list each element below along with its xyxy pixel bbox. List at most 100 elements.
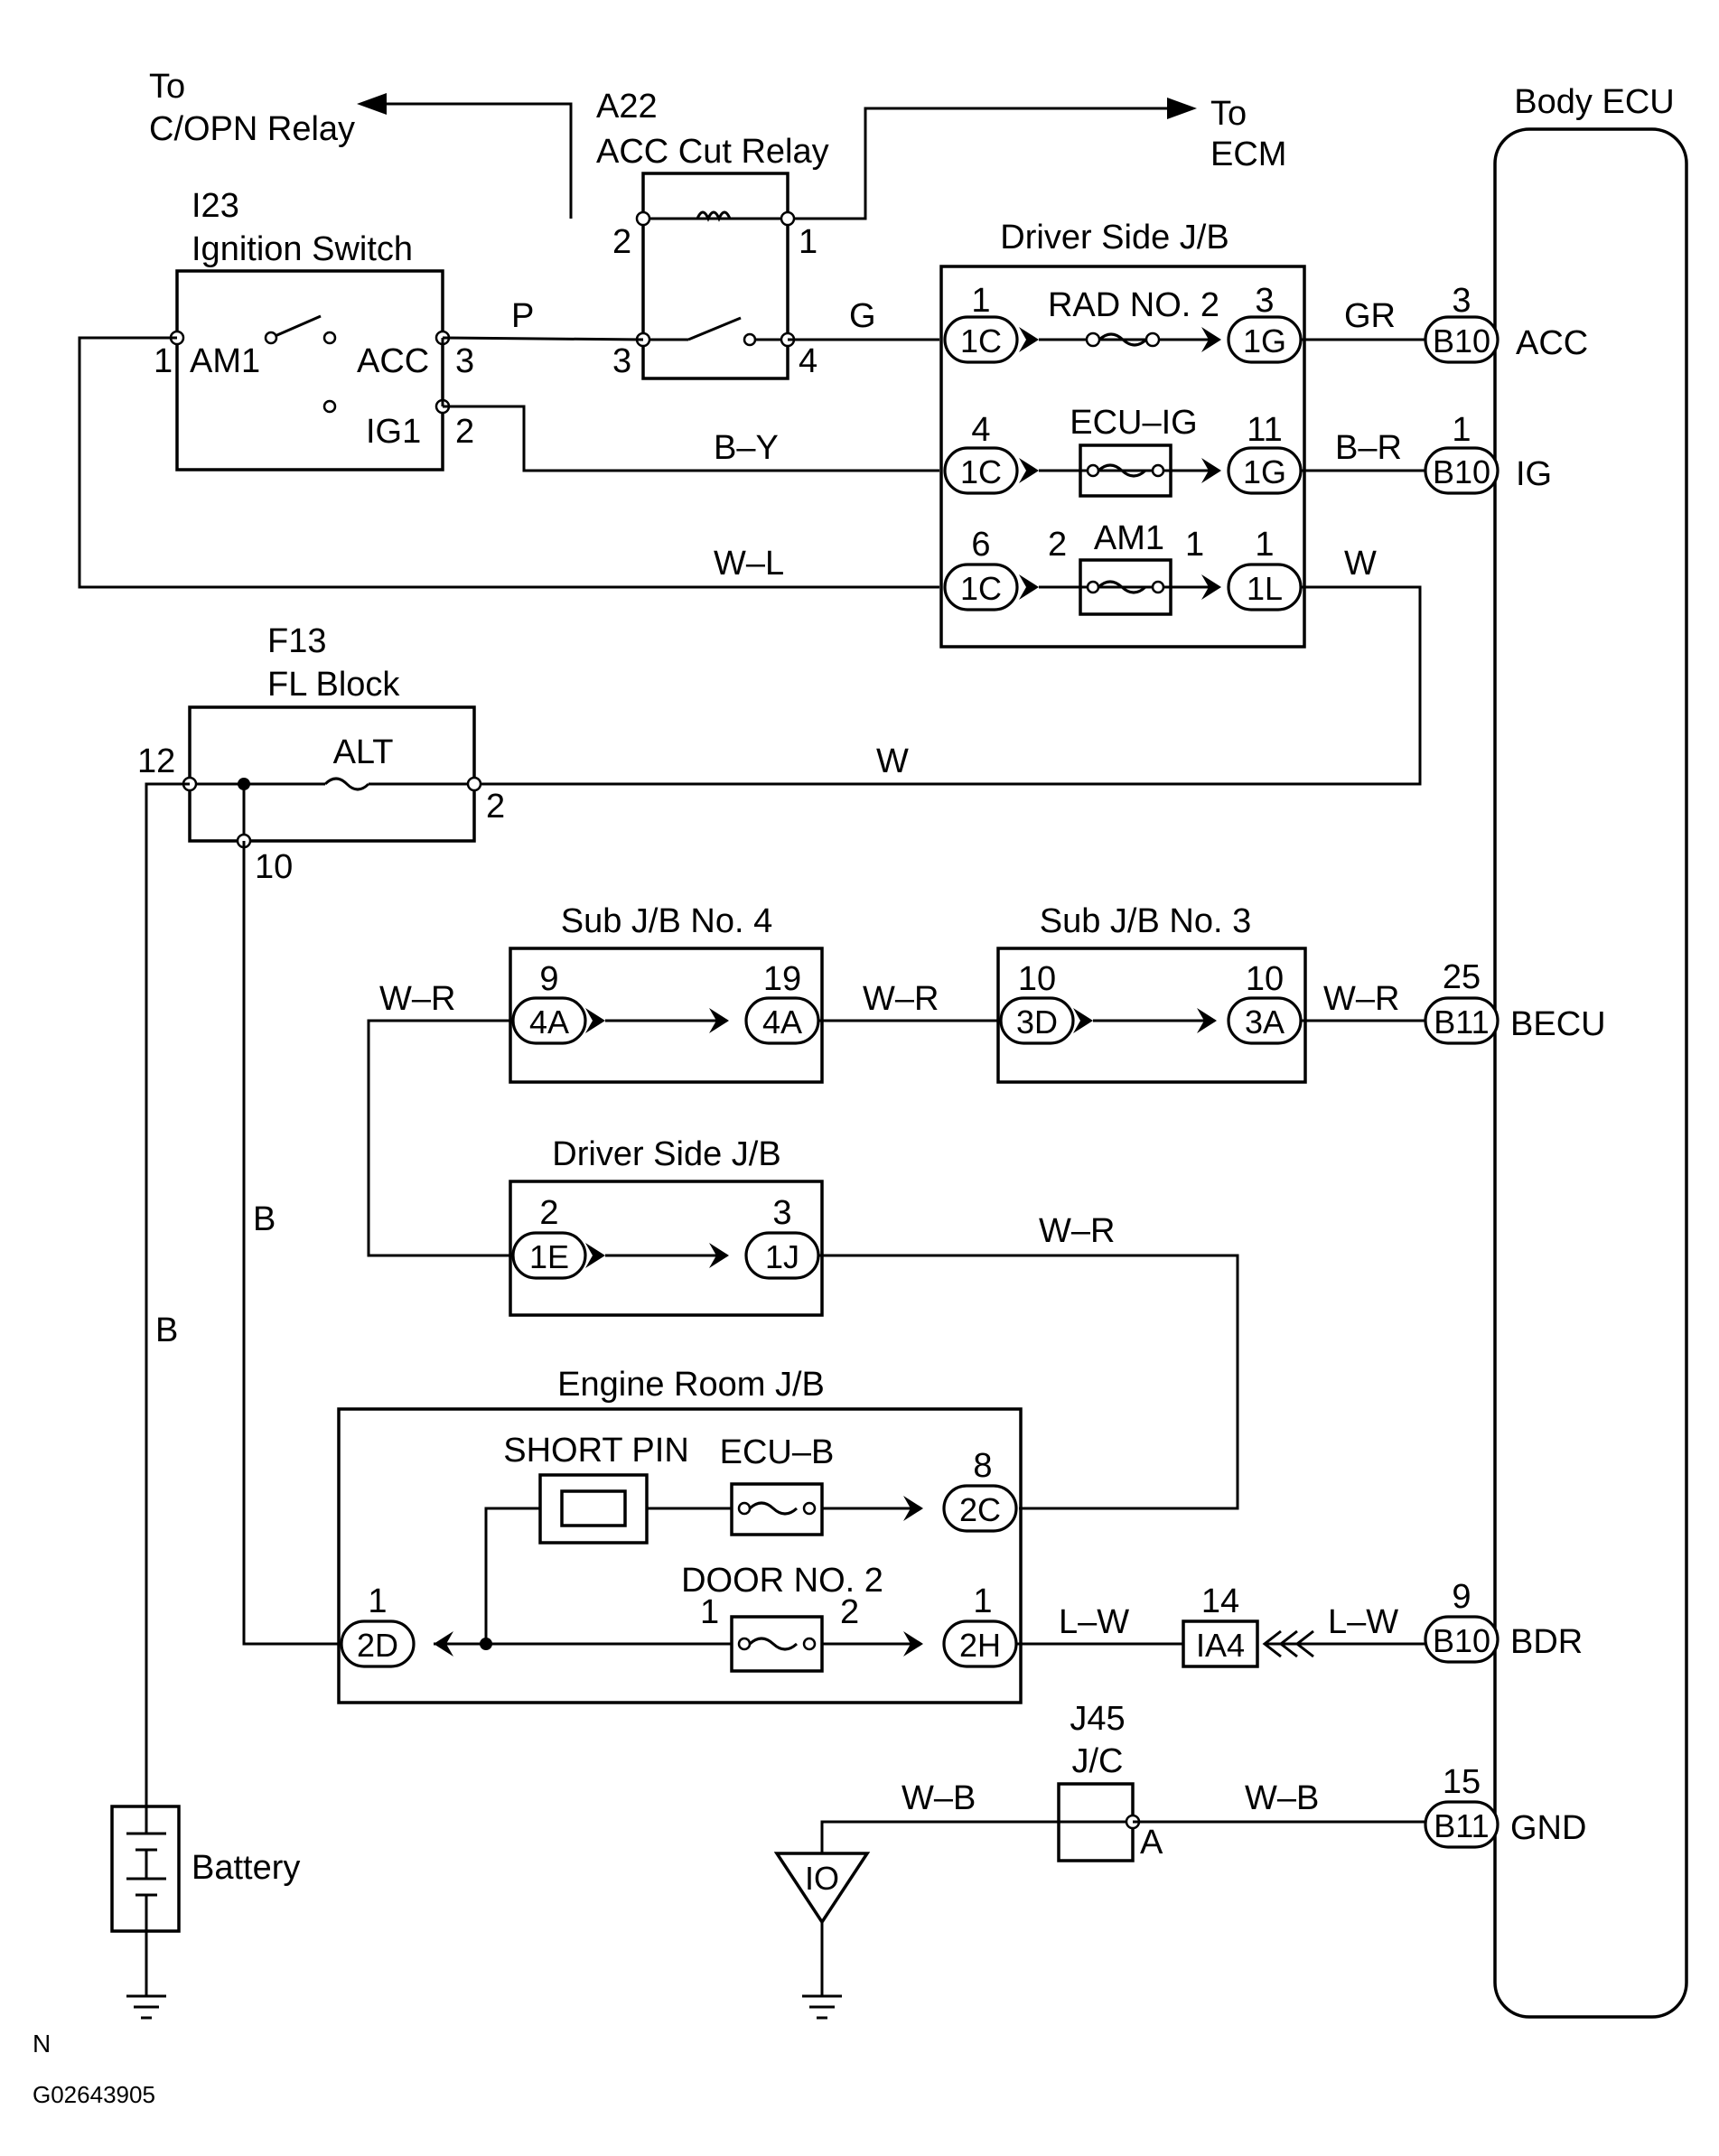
pin-am1-6: 6: [971, 526, 990, 564]
relay-pin-1: 1: [799, 223, 817, 261]
svg-text:1C: 1C: [960, 570, 1002, 607]
pin-rad-3: 3: [1255, 282, 1274, 320]
acc-cut-relay: [635, 172, 796, 380]
fl-pin-2: 2: [486, 788, 505, 826]
driver-jb-title: Driver Side J/B: [1000, 219, 1229, 257]
wire-l-w-label-2: L–W: [1328, 1603, 1398, 1641]
ground-icon: [126, 1994, 166, 2020]
short-pin-label: SHORT PIN: [503, 1432, 689, 1470]
switch-ig1-label: IG1: [366, 413, 421, 451]
svg-text:1C: 1C: [960, 453, 1002, 490]
connector-2d: 2D: [340, 1619, 416, 1668]
sub-jb3-title: Sub J/B No. 3: [1040, 902, 1251, 940]
pin-b10-3: 3: [1452, 282, 1471, 320]
pin-ecuig-4: 4: [971, 411, 990, 449]
connector-b11-gnd: B11: [1424, 1800, 1499, 1849]
wire-b-label-1: B: [155, 1311, 178, 1349]
fl-pin-12: 12: [137, 742, 175, 780]
driver-jb2-title: Driver Side J/B: [552, 1135, 780, 1173]
pin-s4-9: 9: [539, 960, 558, 998]
ecm-label: ECM: [1210, 135, 1286, 173]
ecu-gnd-terminal: GND: [1510, 1809, 1586, 1847]
svg-text:B11: B11: [1434, 1807, 1489, 1844]
wire-p: [442, 336, 644, 341]
pin-b11-25: 25: [1443, 958, 1481, 996]
ecu-bdr-terminal: BDR: [1510, 1623, 1583, 1661]
pin-s4-19: 19: [763, 960, 801, 998]
relay-pin-2: 2: [612, 223, 631, 261]
wire-w-l-label: W–L: [714, 545, 784, 583]
svg-text:3A: 3A: [1245, 1003, 1285, 1041]
wire-b-label-2: B: [253, 1200, 276, 1238]
wire-b-engine: [242, 841, 341, 1646]
am1-fuse-label: AM1: [1094, 519, 1164, 557]
ignition-switch-label: Ignition Switch: [192, 230, 413, 268]
wire-b-y: [443, 405, 939, 472]
wire-w-b-label-2: W–B: [1245, 1779, 1319, 1817]
wire-w-l: [78, 336, 939, 589]
battery-label: Battery: [192, 1849, 300, 1887]
i23-label: I23: [192, 187, 239, 225]
short-pin-wire: [484, 1507, 540, 1644]
pin-ecuig-11: 11: [1247, 411, 1282, 449]
fusible-link-icon: [323, 777, 370, 791]
connector-2c: 2C: [942, 1484, 1018, 1533]
ground-point-io: IO: [773, 1852, 871, 1996]
pin-e-8: 8: [973, 1447, 992, 1485]
svg-text:4A: 4A: [762, 1003, 802, 1041]
connector-b10-bdr: B10: [1424, 1615, 1499, 1664]
pin-b10-9: 9: [1452, 1578, 1471, 1616]
ecu-b-fuse: [730, 1482, 824, 1536]
ecu-ig-row: [1019, 443, 1221, 498]
acc-cut-relay-label: ACC Cut Relay: [596, 133, 829, 171]
pin-s3-10a: 10: [1018, 960, 1056, 998]
sub-jb4-link: [585, 1008, 729, 1033]
driver-side-jb-lower: [509, 1180, 824, 1317]
pin-rad-1: 1: [971, 282, 990, 320]
wire-b-y-label: B–Y: [714, 429, 779, 467]
svg-text:1J: 1J: [765, 1238, 799, 1275]
to-copn-label: To: [149, 68, 185, 106]
ground-icon: [802, 1994, 842, 2020]
wire-w-r-label-1: W–R: [379, 980, 455, 1018]
j45-label: J45: [1070, 1700, 1125, 1738]
switch-pin-2: 2: [455, 413, 474, 451]
wire-w-b-label-1: W–B: [902, 1779, 976, 1817]
svg-text:B10: B10: [1433, 322, 1490, 359]
pin-am1-1: 1: [1255, 526, 1274, 564]
wire-w-r-engine: [818, 1254, 1239, 1510]
wire-l-w-label-1: L–W: [1059, 1603, 1129, 1641]
pin-b11-15: 15: [1443, 1763, 1481, 1801]
sub-jb3-link: [1073, 1008, 1217, 1033]
svg-text:B10: B10: [1433, 1622, 1490, 1659]
battery: [110, 1805, 181, 1996]
wire-w-label-2: W: [876, 742, 909, 780]
ecu-acc-terminal: ACC: [1516, 324, 1588, 362]
footer-id: G02643905: [33, 2081, 155, 2108]
fl-block: [182, 705, 482, 849]
wire-w-r-label-2: W–R: [863, 980, 939, 1018]
svg-text:IA4: IA4: [1196, 1627, 1245, 1664]
svg-text:B10: B10: [1433, 453, 1490, 490]
jc-pin-a: A: [1140, 1824, 1163, 1862]
pin-e-1b: 1: [973, 1582, 992, 1620]
wire-w-b-1: [820, 1820, 1059, 1853]
fuse-icon: [1098, 332, 1148, 347]
svg-text:2C: 2C: [959, 1491, 1001, 1528]
am1-pin-2: 2: [1048, 526, 1067, 564]
svg-text:B11: B11: [1434, 1003, 1489, 1041]
svg-text:3D: 3D: [1016, 1003, 1058, 1041]
copn-relay-label: C/OPN Relay: [149, 110, 355, 148]
switch-pin-1: 1: [154, 342, 173, 380]
connector-b10-ig: B10: [1424, 446, 1499, 495]
connector-1e: 1E: [511, 1231, 587, 1280]
connector-b11-becu: B11: [1424, 996, 1499, 1045]
door-pin-1: 1: [700, 1593, 719, 1631]
fl-block-label: FL Block: [267, 666, 400, 704]
svg-text:1C: 1C: [960, 322, 1002, 359]
connector-4a-right: 4A: [744, 996, 820, 1045]
svg-text:IO: IO: [805, 1860, 839, 1897]
sub-jb-no3: [996, 947, 1307, 1084]
rad-no2-label: RAD NO. 2: [1048, 286, 1219, 324]
ecu-ig-terminal: IG: [1516, 455, 1552, 493]
